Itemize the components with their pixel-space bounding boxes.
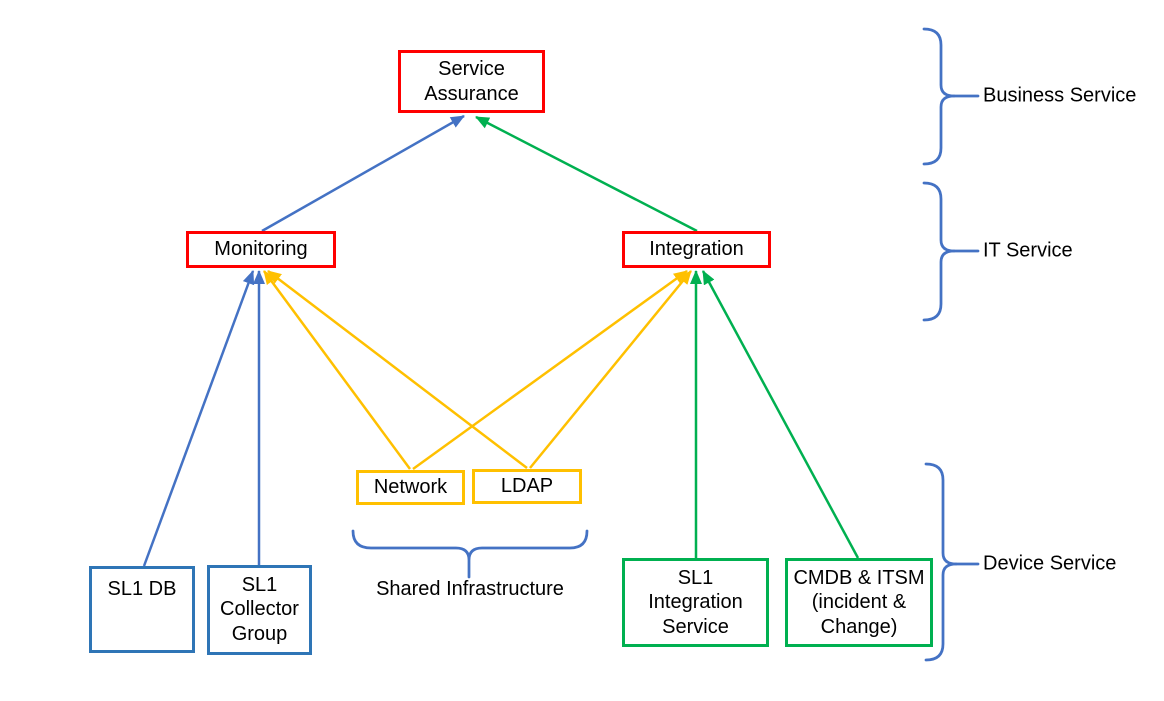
node-sl1-collector-group: SL1 Collector Group xyxy=(207,565,312,655)
edge-sl1-db-to-monitoring xyxy=(142,270,255,567)
node-integration-label: Integration xyxy=(649,238,744,261)
edge-network-to-monitoring xyxy=(262,270,412,470)
edge-ldap-to-monitoring xyxy=(267,270,528,469)
node-ldap-label: LDAP xyxy=(500,475,554,498)
brace-business-service xyxy=(922,27,956,166)
node-service-assurance-label: Service Assurance xyxy=(424,58,519,105)
brace-it-service xyxy=(922,181,956,322)
node-sl1-integration-service: SL1 Integration Service xyxy=(622,558,769,647)
node-sl1-db: SL1 DB xyxy=(89,566,195,653)
node-network: Network xyxy=(356,470,465,505)
node-sl1-db-label: SL1 DB xyxy=(107,578,177,600)
edge-integration-to-service-assurance xyxy=(475,115,698,233)
tier-label-business-service: Business Service xyxy=(983,84,1137,107)
tier-label-it-service: IT Service xyxy=(983,239,1073,262)
node-ldap: LDAP xyxy=(472,469,582,504)
shared-infrastructure-label: Shared Infrastructure xyxy=(376,578,564,600)
tier-label-device-service: Device Service xyxy=(983,552,1117,575)
node-sl1-collector-group-label: SL1 Collector Group xyxy=(220,574,299,645)
node-cmdb-itsm: CMDB & ITSM (incident & Change) xyxy=(785,558,933,647)
node-monitoring: Monitoring xyxy=(186,231,336,268)
edge-cmdb-itsm-to-integration xyxy=(701,270,860,559)
node-monitoring-label: Monitoring xyxy=(214,238,308,261)
node-cmdb-itsm-label: CMDB & ITSM (incident & Change) xyxy=(793,566,925,638)
node-service-assurance: Service Assurance xyxy=(398,50,545,113)
edge-ldap-to-integration xyxy=(529,270,692,469)
brace-shared-infrastructure xyxy=(351,529,589,579)
edge-monitoring-to-service-assurance xyxy=(261,114,465,233)
edge-network-to-integration xyxy=(412,269,688,471)
node-sl1-integration-service-label: SL1 Integration Service xyxy=(648,566,743,638)
node-network-label: Network xyxy=(373,476,448,499)
node-integration: Integration xyxy=(622,231,771,268)
